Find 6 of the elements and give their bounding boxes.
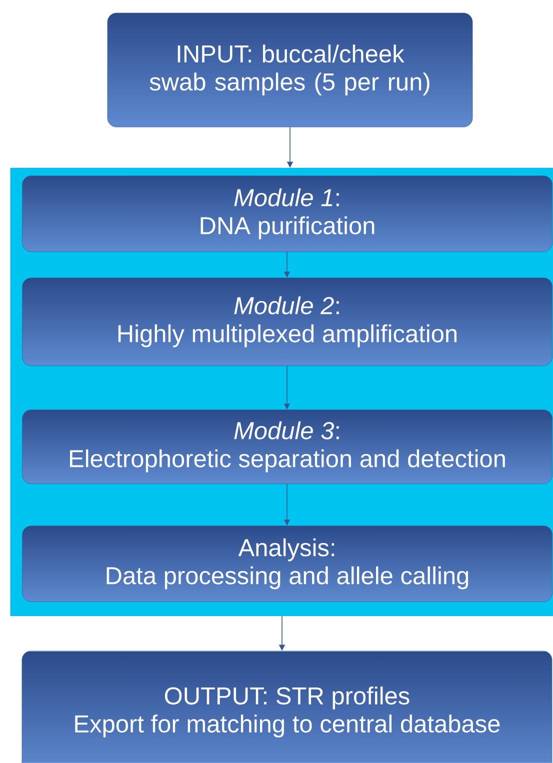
process-box: Module 1: DNA purification [22,176,552,252]
process-box: INPUT: buccal/cheek swab samples (5 per run) [107,12,473,128]
process-box: Module 2: Highly multiplexed amplification [22,278,552,366]
process-box: OUTPUT: STR profiles Export for matching to central database [22,650,552,763]
process-box: Analysis: Data processing and allele calling [22,526,552,602]
process-box: Module 3: Electrophoretic separation and detection [22,410,552,484]
